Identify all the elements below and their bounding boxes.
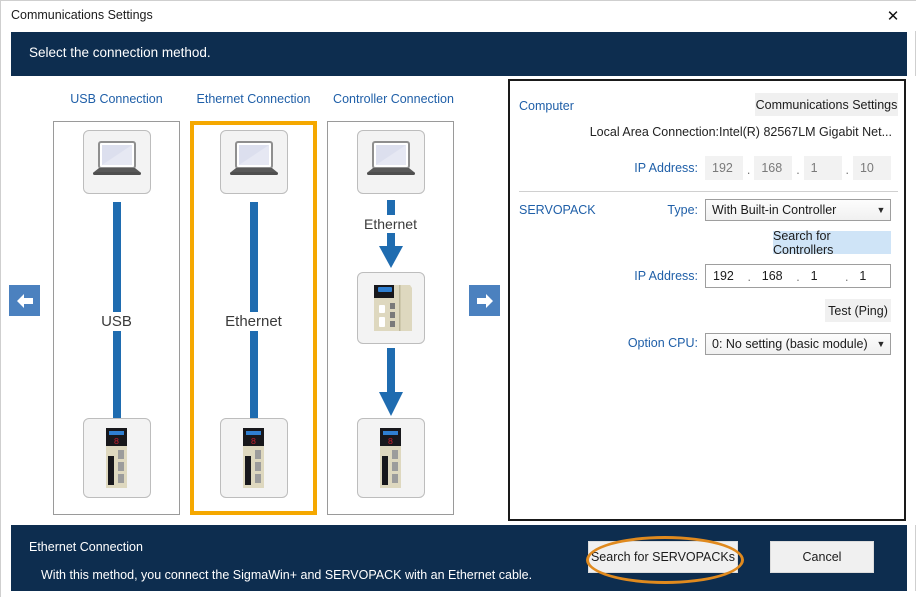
- ip-separator: .: [747, 270, 751, 284]
- link-label-ethernet: Ethernet: [221, 312, 286, 331]
- connection-card-ethernet[interactable]: Ethernet 8: [190, 121, 317, 515]
- connection-arrow-lower: [378, 348, 404, 421]
- computer-ip-octet-1: 192: [705, 156, 744, 180]
- servopack-icon: 8: [82, 418, 151, 498]
- connection-card-controller[interactable]: Ethernet: [327, 121, 454, 515]
- option-cpu-label: Option CPU:: [627, 336, 698, 350]
- next-connection-button[interactable]: [469, 285, 500, 316]
- servopack-ip-label: IP Address:: [634, 269, 698, 283]
- network-adapter-text: Local Area Connection:Intel(R) 82567LM G…: [589, 125, 892, 139]
- footer-title: Ethernet Connection: [29, 540, 143, 554]
- svg-text:8: 8: [387, 437, 392, 447]
- servopack-section-label: SERVOPACK: [519, 203, 596, 217]
- panel-divider: [519, 191, 898, 192]
- chevron-down-icon: ▼: [876, 339, 886, 349]
- header-instruction: Select the connection method.: [29, 45, 211, 60]
- computer-ip-octet-3: 1: [803, 156, 842, 180]
- link-label-controller-upper: Ethernet: [360, 215, 421, 233]
- computer-section-label: Computer: [519, 99, 574, 113]
- search-for-servopacks-button[interactable]: Search for SERVOPACKs: [588, 541, 738, 573]
- servopack-ip-octet-1[interactable]: 192: [706, 265, 744, 287]
- computer-ip-octet-4: 10: [852, 156, 891, 180]
- link-label-usb: USB: [97, 312, 136, 331]
- arrow-right-icon: [476, 293, 493, 308]
- ip-separator: .: [746, 163, 751, 177]
- prev-connection-button[interactable]: [9, 285, 40, 316]
- communications-settings-button[interactable]: Communications Settings: [755, 93, 898, 116]
- card-label-usb: USB Connection: [70, 92, 163, 106]
- servopack-ip-address-group[interactable]: 192 . 168 . 1 . 1: [705, 264, 891, 288]
- close-icon[interactable]: ✕: [886, 8, 900, 25]
- window-title: Communications Settings: [11, 8, 153, 22]
- laptop-icon: [82, 130, 151, 194]
- servopack-type-label: Type:: [667, 203, 698, 217]
- servopack-icon: 8: [356, 418, 425, 498]
- servopack-type-select[interactable]: With Built-in Controller ▼: [705, 199, 891, 221]
- ip-separator: .: [845, 163, 850, 177]
- connection-cards: USB Connection: [1, 76, 501, 525]
- footer-banner: Ethernet Connection With this method, yo…: [11, 525, 907, 591]
- connection-card-usb[interactable]: USB 8: [53, 121, 180, 515]
- title-bar: Communications Settings ✕: [1, 1, 916, 31]
- servopack-ip-octet-4[interactable]: 1: [852, 265, 890, 287]
- ip-separator: .: [845, 270, 849, 284]
- computer-ip-label: IP Address:: [634, 161, 698, 175]
- cancel-button[interactable]: Cancel: [770, 541, 874, 573]
- servopack-ip-octet-2[interactable]: 168: [754, 265, 793, 287]
- computer-ip-address-group: 192 . 168 . 1 . 10: [705, 156, 891, 180]
- card-label-ethernet: Ethernet Connection: [196, 92, 311, 106]
- chevron-down-icon: ▼: [876, 205, 886, 215]
- connection-arrow-upper: [378, 200, 404, 273]
- servopack-type-value: With Built-in Controller: [712, 203, 837, 217]
- arrow-left-icon: [16, 293, 33, 308]
- settings-panel: Computer Communications Settings Local A…: [508, 79, 906, 521]
- option-cpu-select[interactable]: 0: No setting (basic module) ▼: [705, 333, 891, 355]
- header-banner: Select the connection method.: [11, 32, 907, 76]
- main-content: USB Connection: [1, 76, 916, 525]
- ip-separator: .: [796, 270, 800, 284]
- test-ping-button[interactable]: Test (Ping): [825, 299, 891, 322]
- svg-text:8: 8: [113, 437, 118, 447]
- option-cpu-value: 0: No setting (basic module): [712, 337, 868, 351]
- card-label-controller: Controller Connection: [333, 92, 454, 106]
- controller-icon: [356, 272, 425, 344]
- ip-separator: .: [796, 163, 800, 177]
- laptop-icon: [356, 130, 425, 194]
- computer-ip-octet-2: 168: [754, 156, 793, 180]
- footer-description: With this method, you connect the SigmaW…: [41, 568, 533, 582]
- servopack-ip-octet-3[interactable]: 1: [803, 265, 842, 287]
- laptop-icon: [219, 130, 288, 194]
- svg-text:8: 8: [250, 437, 255, 447]
- servopack-icon: 8: [219, 418, 288, 498]
- bottom-strip: [1, 591, 916, 597]
- search-for-controllers-button[interactable]: Search for Controllers: [773, 229, 891, 257]
